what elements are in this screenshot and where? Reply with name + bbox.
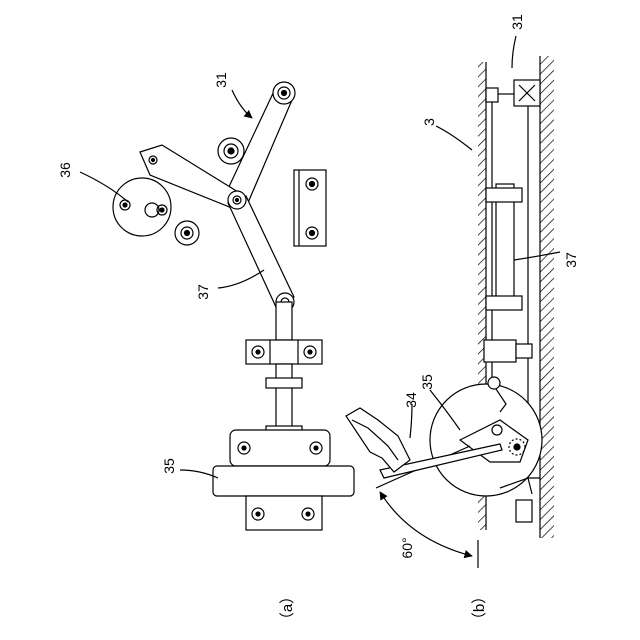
label-b-37: 37	[563, 252, 579, 268]
leader-a-37	[218, 270, 264, 288]
label-a-37: 37	[195, 284, 211, 300]
label-b-31: 31	[509, 14, 525, 30]
pedal-34	[346, 408, 410, 472]
base-stub	[516, 500, 532, 522]
center-pivot	[228, 191, 246, 209]
link-37-arm	[228, 196, 294, 311]
leader-b-34	[410, 404, 412, 438]
label-a-36: 36	[57, 162, 73, 178]
leader-b-3	[436, 126, 472, 150]
block-35	[213, 430, 354, 530]
caption-view-b: （b）	[471, 589, 488, 627]
label-a-31: 31	[213, 72, 229, 88]
label-a-35: 35	[161, 458, 177, 474]
label-b-34: 34	[403, 392, 419, 408]
view-b	[346, 36, 560, 568]
label-b-3: 3	[421, 118, 437, 126]
angle-arc	[380, 492, 472, 556]
disc-36	[113, 178, 171, 236]
leader-a-35	[180, 470, 218, 478]
caption-view-a: （a）	[279, 589, 296, 627]
label-b-angle: 60°	[399, 537, 415, 558]
roller-upper	[218, 138, 244, 164]
rod-assembly	[246, 302, 322, 436]
leader-a-31	[232, 90, 252, 118]
roller-lower	[175, 221, 199, 245]
guide-block	[294, 170, 326, 246]
wall-right	[540, 56, 554, 538]
leader-b-31	[512, 36, 516, 68]
view-a	[80, 82, 354, 530]
label-b-35: 35	[419, 374, 435, 390]
